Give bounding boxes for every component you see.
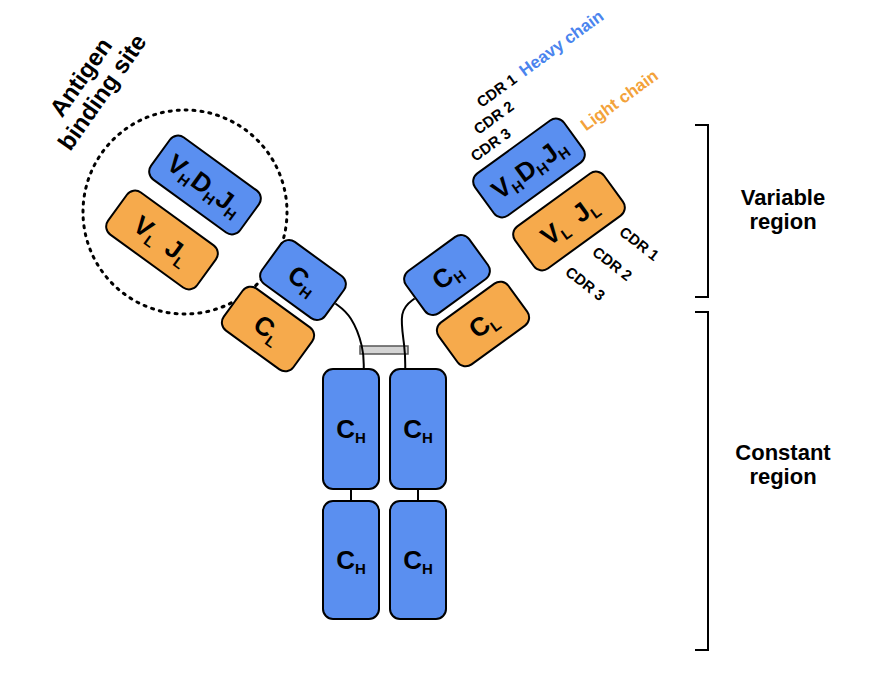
heavy-constant-box: CH bbox=[389, 500, 447, 620]
segment-label: JL bbox=[161, 234, 195, 269]
hinge-line bbox=[335, 304, 363, 368]
region-label: Constant region bbox=[713, 441, 853, 489]
segment-label: CH bbox=[336, 416, 366, 442]
site-label: Antigen binding site bbox=[24, 4, 159, 165]
cdr-label: CDR 1 bbox=[616, 224, 662, 265]
hinge-line bbox=[402, 299, 415, 368]
segment-label: CH bbox=[403, 416, 433, 442]
region-label: Variable region bbox=[713, 186, 853, 234]
segment-label: CH bbox=[403, 547, 433, 573]
chain-label: Light chain bbox=[578, 67, 662, 135]
segment-label: CL bbox=[464, 305, 502, 342]
segment-label: JH bbox=[211, 185, 247, 221]
heavy-constant-box: CH bbox=[322, 368, 380, 490]
heavy-constant-box: CH bbox=[322, 500, 380, 620]
segment-label: VL bbox=[129, 211, 166, 248]
segment-label: JL bbox=[568, 192, 602, 227]
segment-label: CL bbox=[249, 310, 287, 347]
disulfide-bond bbox=[360, 346, 408, 354]
cdr-label: CDR 2 bbox=[589, 244, 635, 285]
segment-label: CH bbox=[427, 256, 466, 294]
hinge-line bbox=[417, 490, 419, 500]
segment-label: CH bbox=[336, 547, 366, 573]
binding-site-outline bbox=[83, 110, 287, 314]
heavy-constant-box: CH bbox=[389, 368, 447, 490]
chain-label: Heavy chain bbox=[516, 7, 607, 80]
segment-label: VL bbox=[536, 213, 573, 250]
variable-bracket bbox=[695, 125, 708, 297]
constant-bracket bbox=[695, 312, 708, 650]
hinge-line bbox=[350, 490, 352, 500]
cdr-label: CDR 3 bbox=[562, 264, 608, 305]
segment-label: CH bbox=[283, 261, 322, 299]
